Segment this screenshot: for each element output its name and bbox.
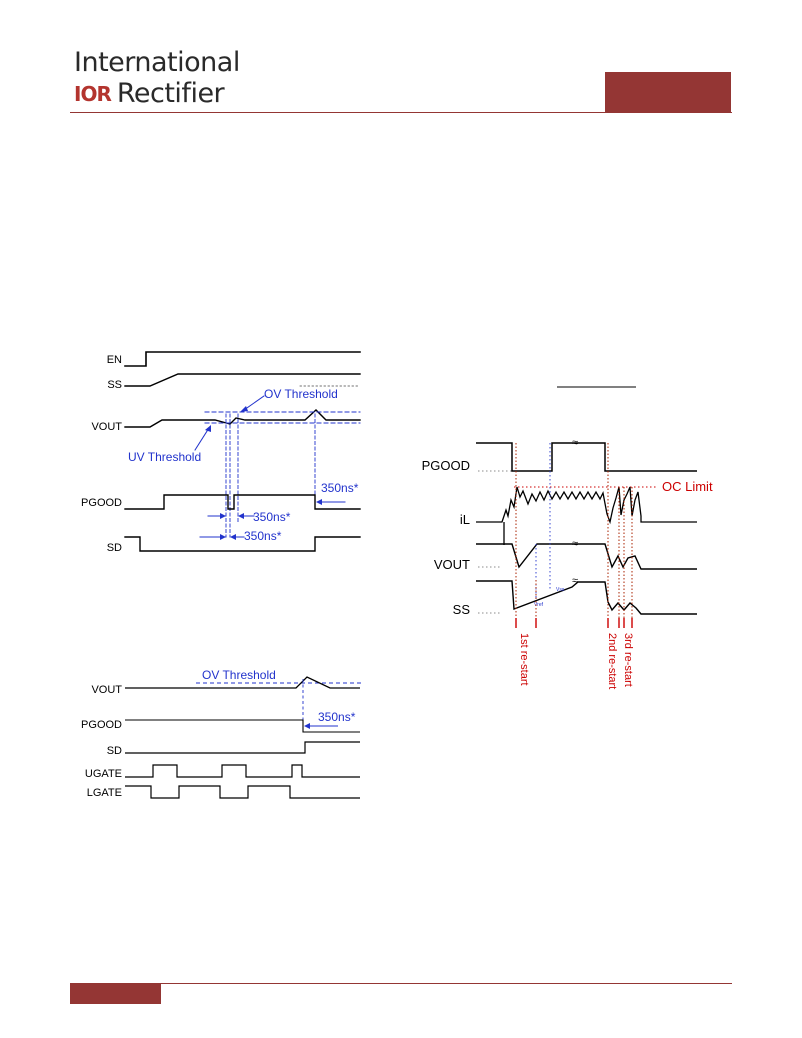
diagram-ov-uv-timing: EN SS VOUT OV Threshold UV Threshold PGO… bbox=[81, 351, 361, 554]
uv-threshold-label: UV Threshold bbox=[128, 450, 201, 464]
ov-threshold-arrowhead bbox=[240, 406, 248, 412]
ocp-label-il: iL bbox=[460, 512, 470, 527]
ovp-waveform-ugate bbox=[125, 764, 360, 778]
ovp-label-ugate: UGATE bbox=[85, 768, 122, 780]
delay-arrowhead-ov bbox=[316, 499, 322, 505]
ocp-waveform-ss bbox=[476, 580, 697, 615]
delay-arrowhead-sd-2 bbox=[230, 534, 236, 540]
ovp-delay-label: 350ns* bbox=[318, 710, 356, 724]
ocp-label-ss: SS bbox=[453, 602, 471, 617]
waveform-pgood bbox=[124, 494, 361, 510]
ovp-label-sd: SD bbox=[107, 745, 122, 757]
restart-label-1: 1st re-start bbox=[518, 633, 530, 686]
ocp-break-vout: ≈ bbox=[572, 538, 578, 550]
ovp-label-vout: VOUT bbox=[91, 684, 122, 696]
delay-arrowhead-pgood-2 bbox=[238, 513, 244, 519]
signal-label-sd: SD bbox=[107, 542, 122, 554]
restart-ticks bbox=[515, 618, 633, 628]
delay-label-ov: 350ns* bbox=[321, 481, 359, 495]
ovp-waveform-vout bbox=[125, 676, 360, 689]
delay-label-pgood: 350ns* bbox=[253, 510, 291, 524]
oc-limit-label: OC Limit bbox=[662, 479, 713, 494]
ovp-label-lgate: LGATE bbox=[87, 787, 122, 799]
signal-label-en: EN bbox=[107, 354, 122, 366]
vref-label: Vref bbox=[534, 602, 544, 608]
signal-label-pgood: PGOOD bbox=[81, 497, 122, 509]
logo-text-international: International bbox=[74, 47, 240, 78]
waveform-en bbox=[124, 351, 361, 367]
logo-ior-mark: IOR bbox=[74, 82, 112, 106]
ovp-label-pgood: PGOOD bbox=[81, 719, 122, 731]
ocp-waveform-pgood bbox=[476, 442, 697, 472]
ovp-waveform-sd bbox=[125, 741, 360, 754]
ocp-label-pgood: PGOOD bbox=[422, 458, 470, 473]
ocp-break-ss: ≈ bbox=[572, 575, 578, 587]
diagram-ovp-timing: OV Threshold VOUT PGOOD 350ns* SD UGATE … bbox=[81, 668, 362, 799]
signal-label-vout: VOUT bbox=[91, 421, 122, 433]
uv-threshold-arrowhead bbox=[205, 425, 211, 432]
waveform-sd bbox=[124, 536, 361, 552]
ocp-break-pgood: ≈ bbox=[572, 437, 578, 449]
ocp-waveform-vout bbox=[476, 543, 697, 570]
waveform-vout bbox=[124, 409, 361, 428]
delay-arrowhead-pgood bbox=[220, 513, 226, 519]
ov-threshold-arrow bbox=[243, 395, 265, 411]
header-rule bbox=[70, 112, 732, 113]
restart-label-3: 3rd re-start bbox=[622, 633, 634, 687]
signal-label-ss: SS bbox=[107, 379, 122, 391]
header-accent-block bbox=[605, 72, 731, 112]
ocp-label-vout: VOUT bbox=[434, 557, 470, 572]
restart-label-2: 2nd re-start bbox=[606, 633, 618, 689]
ocp-waveform-il bbox=[476, 486, 697, 525]
ovp-waveform-lgate bbox=[125, 785, 360, 799]
ovp-delay-arrowhead bbox=[304, 723, 310, 729]
ovp-waveform-pgood bbox=[125, 719, 360, 733]
diagram-ocp-hiccup: OC Limit PGOOD ≈ iL VOUT ≈ SS ≈ Vref Vss bbox=[422, 386, 713, 689]
logo-text-rectifier: Rectifier bbox=[116, 78, 225, 109]
ovp-threshold-label: OV Threshold bbox=[202, 668, 276, 682]
delay-arrowhead-sd bbox=[220, 534, 226, 540]
ov-threshold-label: OV Threshold bbox=[264, 387, 338, 401]
uv-threshold-arrow bbox=[194, 427, 210, 451]
footer-accent-block bbox=[70, 984, 161, 1004]
company-logo: International IOR Rectifier bbox=[74, 48, 240, 109]
delay-label-sd: 350ns* bbox=[244, 529, 282, 543]
waveform-ss bbox=[124, 373, 361, 387]
vss-label: Vss bbox=[556, 587, 565, 593]
footer-rule bbox=[70, 983, 732, 984]
